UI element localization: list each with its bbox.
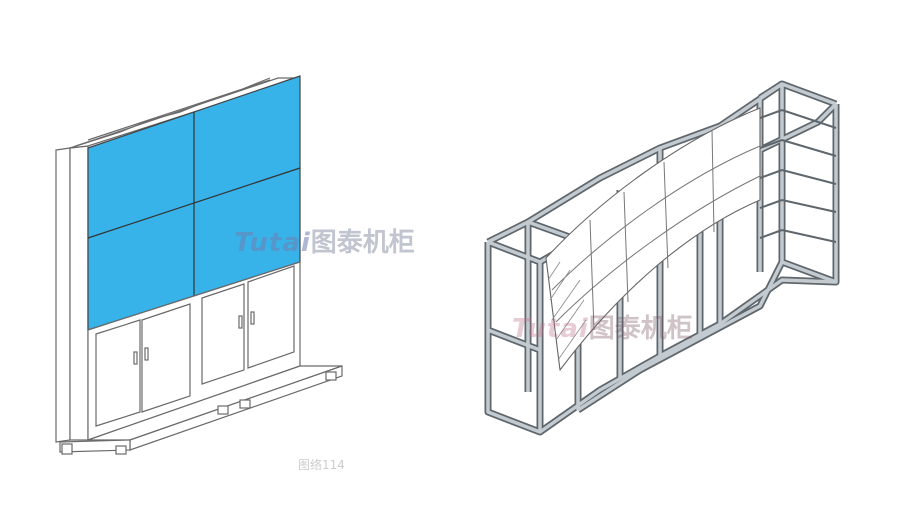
curved-steel-frame	[484, 80, 840, 436]
mounting-panel	[545, 107, 761, 371]
video-wall-cabinet	[55, 75, 343, 455]
